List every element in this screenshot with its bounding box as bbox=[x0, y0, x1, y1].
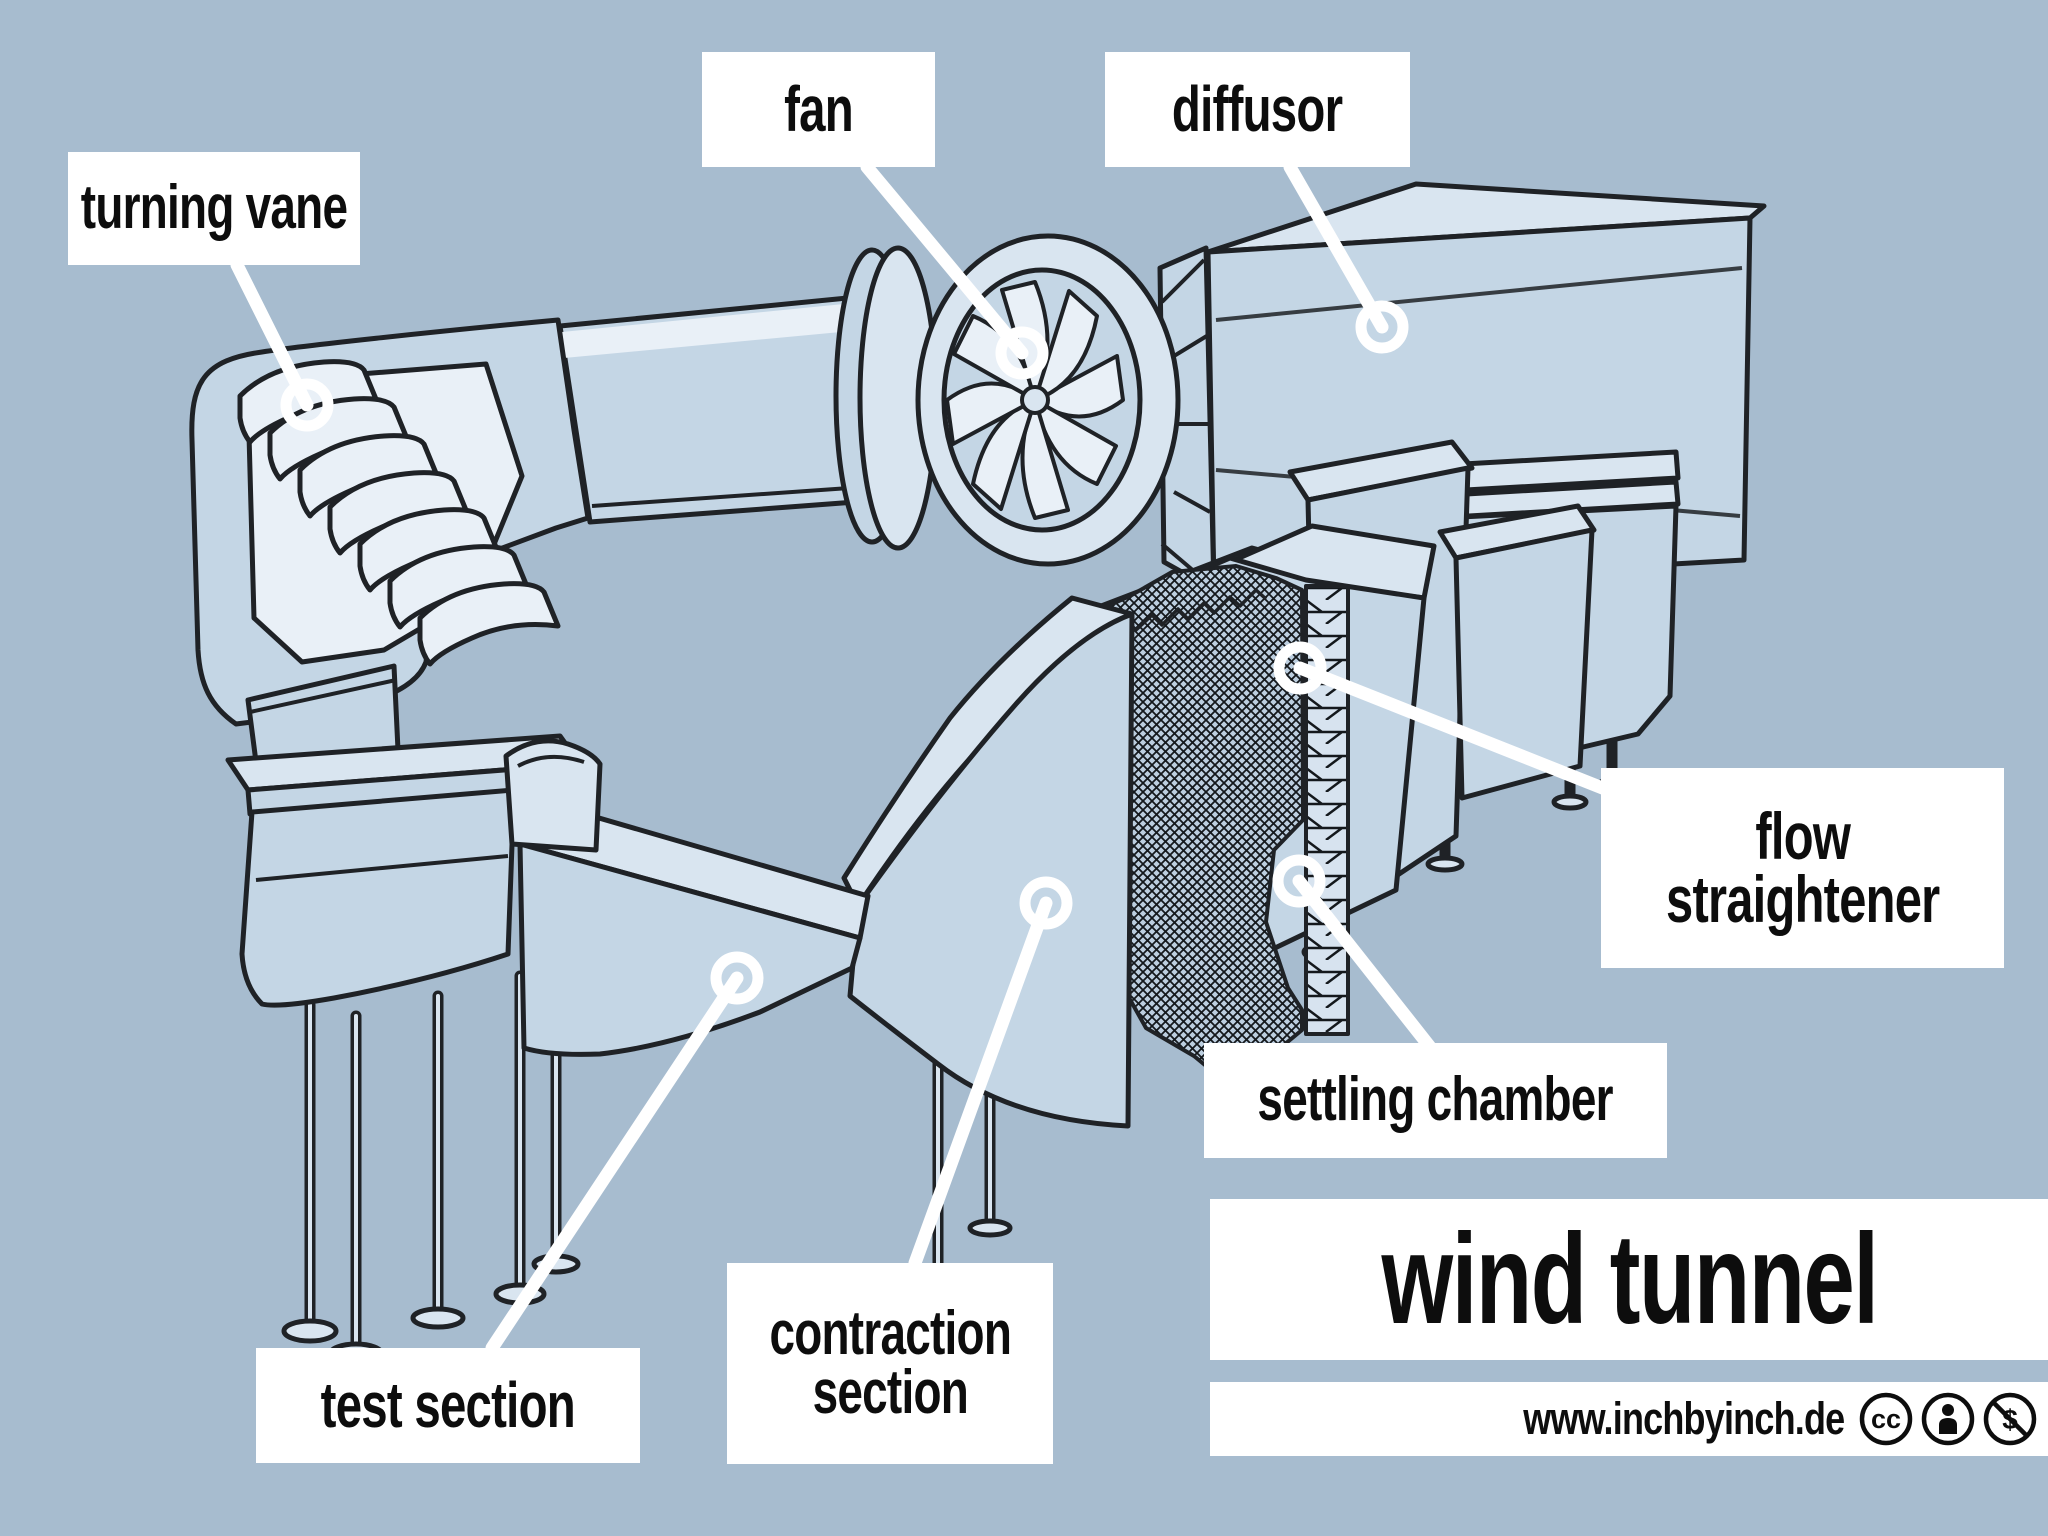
label-fan-text: fan bbox=[784, 73, 854, 146]
top-return-duct bbox=[557, 293, 885, 525]
anchor-test-section bbox=[710, 951, 764, 1005]
page-title: wind tunnel bbox=[1380, 1208, 1879, 1351]
label-flow-straightener: flow straightener bbox=[1601, 768, 2004, 968]
label-contraction-section-text: contraction section bbox=[769, 1298, 1011, 1427]
leader-lines bbox=[230, 160, 1627, 1355]
anchor-flow-straightener bbox=[1273, 641, 1327, 695]
label-turning-vane: turning vane bbox=[68, 152, 360, 265]
left-corner-box bbox=[239, 787, 517, 1008]
contraction-front-face bbox=[847, 611, 1135, 1129]
label-flow-straightener-text: flow straightener bbox=[1665, 799, 1940, 936]
label-test-section: test section bbox=[256, 1348, 640, 1463]
attribution-person-icon bbox=[1921, 1392, 1975, 1446]
test-section-front-face bbox=[517, 841, 863, 1057]
fan-hub bbox=[1020, 385, 1050, 415]
fan-section bbox=[833, 233, 1181, 567]
leader-fan bbox=[860, 160, 1029, 360]
test-section-duct bbox=[503, 738, 871, 1057]
label-diffusor: diffusor bbox=[1105, 52, 1410, 167]
anchor-rings bbox=[280, 300, 1409, 1005]
label-test-section-text: test section bbox=[320, 1369, 576, 1442]
leader-contraction-section bbox=[908, 896, 1053, 1270]
contraction-duct bbox=[841, 595, 1135, 1129]
label-settling-chamber-text: settling chamber bbox=[1257, 1065, 1614, 1135]
rear-panel-2 bbox=[1453, 527, 1595, 801]
rear-panel-1-flange bbox=[1287, 439, 1475, 503]
creative-commons-icon: cc bbox=[1859, 1392, 1913, 1446]
test-section-inlet-lip bbox=[503, 738, 603, 853]
straightener-frame bbox=[1304, 584, 1350, 1036]
title-box: wind tunnel bbox=[1210, 1199, 2048, 1360]
leader-settling-chamber bbox=[1292, 874, 1437, 1054]
anchor-fan bbox=[995, 326, 1049, 380]
license-icons: cc $ bbox=[1858, 1391, 2038, 1447]
footer-bar: www.inchbyinch.de cc $ bbox=[1210, 1382, 2048, 1456]
anchor-turning-vane bbox=[280, 378, 334, 432]
leader-test-section bbox=[485, 971, 744, 1355]
anchor-diffusor bbox=[1355, 300, 1409, 354]
leader-diffusor bbox=[1283, 160, 1389, 334]
anchor-contraction-section bbox=[1019, 876, 1073, 930]
label-diffusor-text: diffusor bbox=[1172, 73, 1343, 146]
leader-flow-straightener bbox=[1293, 661, 1627, 802]
label-settling-chamber: settling chamber bbox=[1204, 1043, 1667, 1158]
label-fan: fan bbox=[702, 52, 935, 167]
label-contraction-section: contraction section bbox=[727, 1263, 1053, 1464]
website-url: www.inchbyinch.de bbox=[1522, 1393, 1845, 1444]
svg-text:cc: cc bbox=[1871, 1404, 1901, 1434]
anchor-settling-chamber bbox=[1272, 854, 1326, 908]
label-turning-vane-text: turning vane bbox=[80, 173, 348, 243]
non-commercial-dollar-icon: $ bbox=[1983, 1392, 2037, 1446]
